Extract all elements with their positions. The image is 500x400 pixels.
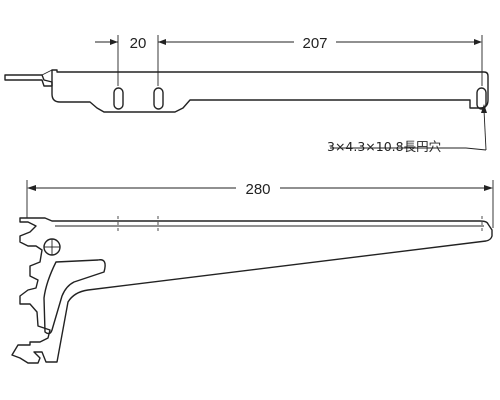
slot-note: 3×4.3×10.8長円穴 — [327, 139, 442, 154]
dimension-207: 207 — [166, 35, 482, 52]
dimension-20-label: 20 — [130, 35, 147, 52]
side-view-outline — [11, 217, 493, 364]
dimension-20: 20 — [95, 35, 168, 52]
dimension-280: 280 — [27, 181, 493, 198]
side-view — [11, 216, 493, 364]
top-view-slot-1 — [113, 87, 124, 110]
top-view-body — [51, 69, 489, 113]
top-view-slot-2 — [153, 87, 164, 110]
top-view-tab — [4, 74, 53, 87]
dimension-280-label: 280 — [245, 181, 270, 198]
top-view-step — [41, 69, 53, 76]
slot-note-leader — [330, 104, 487, 151]
dimension-207-label: 207 — [302, 35, 327, 52]
top-view — [4, 69, 489, 113]
top-view-slot-3 — [476, 87, 487, 110]
side-view-lever-cutout — [43, 259, 106, 335]
